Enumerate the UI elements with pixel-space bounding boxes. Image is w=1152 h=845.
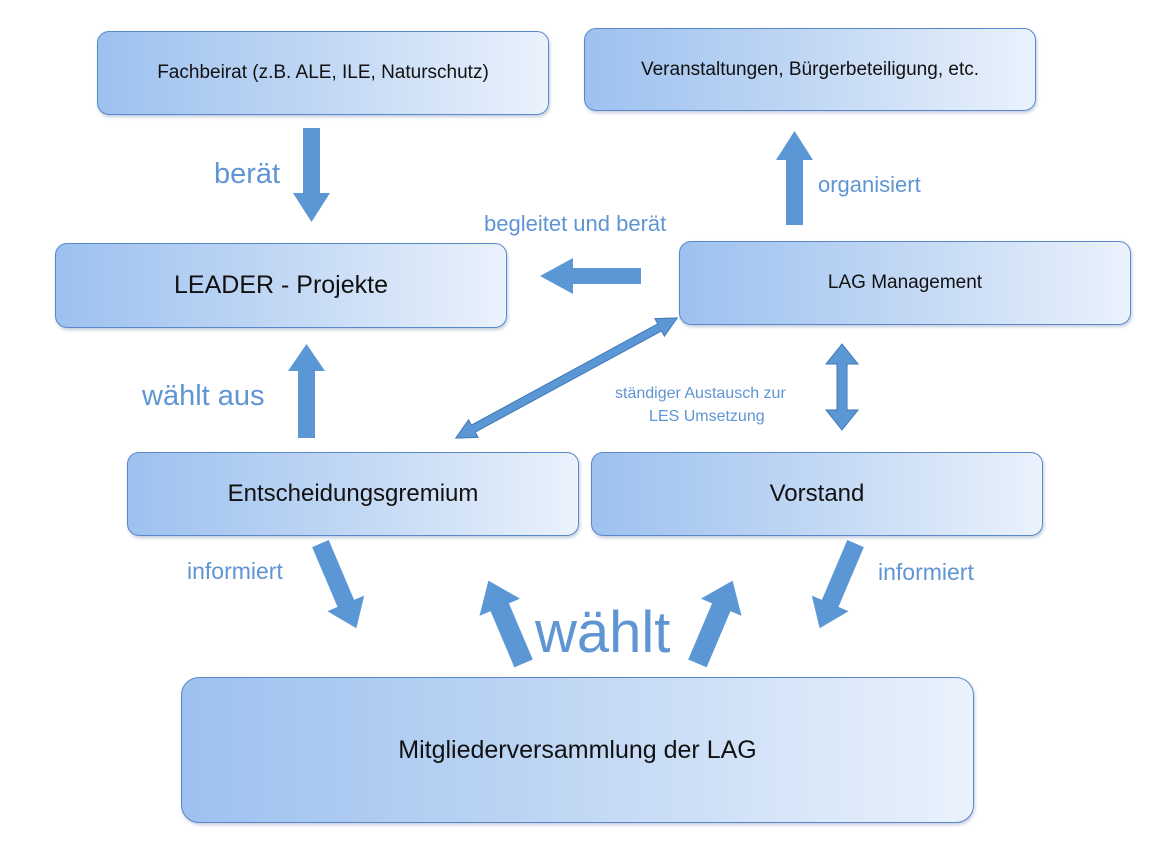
mitgliederversammlung-box: Mitgliederversammlung der LAG (181, 677, 974, 823)
informiert-left-arrow (312, 540, 365, 629)
vorstand-text: Vorstand (769, 480, 865, 507)
entscheidungsgremium-text: Entscheidungsgremium (227, 480, 479, 507)
informiert-right-label: informiert (878, 559, 974, 585)
fachbeirat-text: Fachbeirat (z.B. ALE, ILE, Naturschutz) (157, 62, 489, 83)
waehlt-right-arrow (688, 580, 742, 668)
waehlt-aus-label: wählt aus (142, 380, 265, 412)
veranstaltungen-box: Veranstaltungen, Bürgerbeteiligung, etc. (584, 28, 1036, 111)
organisiert-arrow (776, 131, 813, 225)
vorstand-box: Vorstand (591, 452, 1043, 536)
begleitet-arrow (540, 258, 641, 294)
austausch-double-arrow (824, 343, 860, 431)
waehlt-aus-arrow (288, 344, 325, 438)
fachbeirat-box: Fachbeirat (z.B. ALE, ILE, Naturschutz) (97, 31, 549, 115)
leader-projekte-text: LEADER - Projekte (174, 271, 388, 299)
austausch-label-line1: ständiger Austausch zur (615, 385, 786, 402)
mitgliederversammlung-text: Mitgliederversammlung der LAG (398, 735, 757, 764)
informiert-left-label: informiert (187, 558, 283, 584)
begleitet-label: begleitet und berät (484, 211, 667, 236)
beraet-arrow (293, 128, 330, 222)
leader-projekte-box: LEADER - Projekte (55, 243, 507, 328)
informiert-right-arrow (811, 540, 864, 629)
entscheidungsgremium-box: Entscheidungsgremium (127, 452, 579, 536)
waehlt-label: wählt (535, 600, 671, 665)
veranstaltungen-text: Veranstaltungen, Bürgerbeteiligung, etc. (640, 58, 979, 80)
austausch-label-line2: LES Umsetzung (649, 408, 765, 425)
lag-management-box: LAG Management (679, 241, 1131, 325)
organisiert-label: organisiert (818, 172, 921, 197)
waehlt-left-arrow (479, 580, 533, 668)
diagonal-double-arrow (454, 317, 679, 439)
beraet-label: berät (214, 158, 281, 190)
lag-management-text: LAG Management (827, 272, 983, 293)
